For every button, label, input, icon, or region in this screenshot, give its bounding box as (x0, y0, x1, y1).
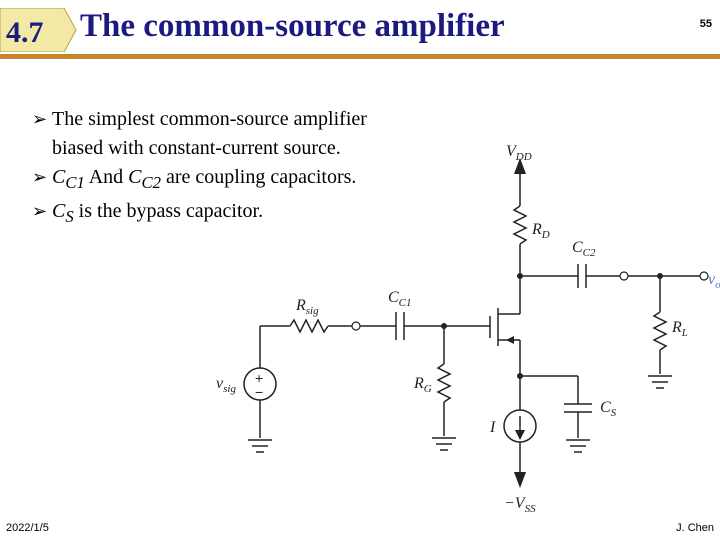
bullet-item: ➢ The simplest common-source amplifier b… (32, 105, 374, 163)
circuit-arrows (506, 158, 526, 488)
label-rsig: Rsig (295, 297, 319, 317)
label-vsig: vsig (216, 375, 236, 395)
vss-arrow-icon (514, 472, 526, 488)
footer-date: 2022/1/5 (6, 522, 49, 534)
symbol-cc2: CC2 (128, 166, 161, 192)
label-vss: −VSS (504, 495, 536, 515)
bullet-arrow-icon: ➢ (32, 201, 48, 221)
circuit-wires (243, 168, 700, 476)
label-vdd: VDD (506, 143, 532, 163)
ground-icon (248, 439, 272, 453)
section-badge-shape (0, 8, 77, 52)
ground-icon (648, 375, 672, 389)
section-badge: 4.7 (0, 8, 80, 52)
ground-icon (432, 437, 456, 451)
label-rg: RG (413, 375, 432, 395)
slide-number: 55 (699, 18, 712, 30)
source-minus-sign: − (255, 384, 263, 400)
footer-author: J. Chen (676, 522, 714, 534)
slide-title: The common-source amplifier (80, 8, 505, 44)
label-cc1: CC1 (388, 289, 412, 309)
section-number: 4.7 (6, 16, 44, 49)
label-current-source: I (489, 419, 496, 436)
symbol-cs: CS (52, 200, 74, 226)
bullet-arrow-icon: ➢ (32, 167, 48, 187)
symbol-cc1: CC1 (52, 166, 85, 192)
label-cc2: CC2 (572, 239, 596, 259)
vdd-arrow-icon (514, 158, 526, 174)
label-rl: RL (671, 319, 688, 339)
title-rule (0, 54, 720, 59)
label-vo: vo (708, 271, 720, 291)
source-plus-sign: + (255, 370, 263, 386)
circuit-nodes (351, 271, 709, 379)
source-arrow-icon (506, 336, 514, 344)
current-arrow-icon (515, 430, 525, 440)
label-rd: RD (531, 221, 550, 241)
ground-symbols (248, 375, 672, 453)
ground-icon (566, 439, 590, 453)
bullet-text: The simplest common-source amplifier bia… (52, 108, 367, 159)
bullet-arrow-icon: ➢ (32, 109, 48, 129)
bullet-item: ➢ CC1 And CC2 are coupling capacitors. (32, 163, 374, 197)
label-cs: CS (600, 399, 617, 419)
bullet-item: ➢ CS is the bypass capacitor. (32, 197, 374, 231)
bullet-list: ➢ The simplest common-source amplifier b… (32, 105, 374, 231)
